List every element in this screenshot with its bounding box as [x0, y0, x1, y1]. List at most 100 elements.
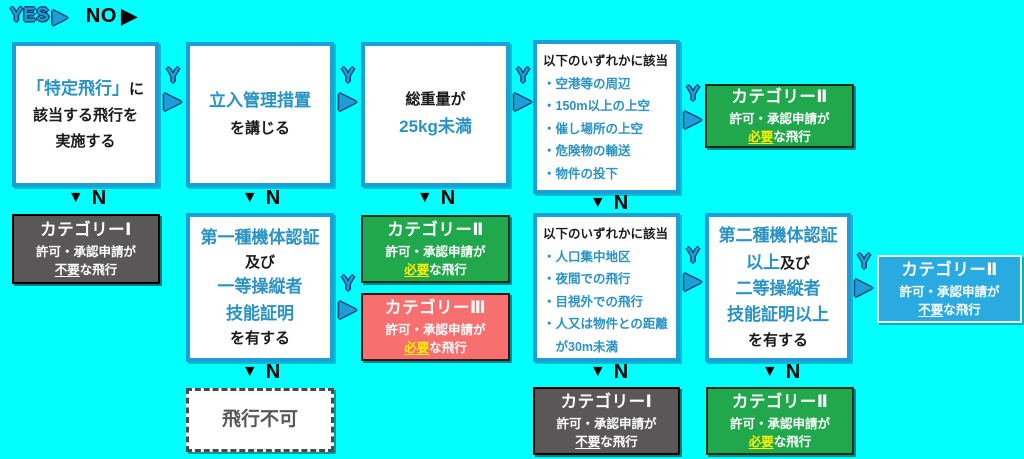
n-label: N: [785, 361, 801, 383]
text-segment: ・目視外での飛行: [543, 294, 644, 309]
n-label: N: [265, 187, 281, 209]
text-line: 許可・承認申請が: [36, 243, 136, 262]
text-segment: な飛行: [943, 303, 981, 318]
legend-yes-arrow-icon: ▶: [52, 5, 68, 28]
n-label: N: [613, 192, 629, 214]
text-line: 飛行不可: [222, 406, 298, 435]
text-line: 以下のいずれかに該当: [543, 223, 668, 246]
text-segment: な飛行: [600, 435, 638, 450]
text-segment: カテゴリーⅡ: [731, 87, 828, 106]
yes-arrow-weight-to-list1: Y ▶: [510, 66, 536, 112]
text-line: 実施する: [55, 129, 115, 155]
down-triangle-icon: ▼: [416, 189, 433, 206]
text-line: ・空港等の周辺: [543, 73, 631, 96]
text-line: 該当する飛行を: [33, 103, 138, 129]
down-triangle-icon: ▼: [241, 363, 258, 380]
n-label: N: [613, 361, 629, 383]
text-line: カテゴリーⅡ: [387, 218, 483, 243]
y-label: Y: [341, 65, 355, 87]
text-segment: を有する: [747, 331, 808, 349]
text-segment: カテゴリーⅠ: [40, 220, 132, 239]
text-line: 必要な飛行: [404, 339, 467, 358]
text-line: 一等操縦者: [218, 274, 303, 300]
decision-box-first-class-certification: 第一種機体認証及び一等操縦者技能証明を有する: [186, 213, 334, 362]
no-arrow-kitai1-down: ▼ N: [224, 362, 298, 382]
text-segment: 許可・承認申請が: [729, 416, 830, 431]
yes-arrow-list1-to-category2: Y ▶: [680, 84, 706, 130]
text-segment: な飛行: [773, 435, 812, 450]
text-segment: カテゴリーⅡ: [731, 392, 829, 411]
text-segment: ・夜間での飛行: [543, 272, 631, 286]
y-label: Y: [686, 245, 700, 267]
text-segment: 許可・承認申請が: [385, 244, 486, 259]
right-triangle-icon: ▶: [514, 87, 532, 113]
text-segment: 一等操縦者: [217, 277, 303, 297]
text-segment: 許可・承認申請が: [385, 322, 486, 337]
legend-yes-label: YES: [10, 5, 50, 26]
text-line: 許可・承認申請が: [556, 415, 656, 434]
yes-arrow-kitai1-to-category3: Y ▶: [335, 274, 361, 320]
text-segment: ・催し場所の上空: [543, 121, 644, 136]
decision-box-tachiiri-kanri: 立入管理措置を講じる: [186, 42, 334, 187]
no-arrow-tachiiri-down: ▼ N: [224, 188, 298, 208]
y-label: Y: [516, 65, 530, 87]
text-segment: ・危険物の輸送: [543, 144, 631, 158]
text-line: ・人口集中地区: [543, 246, 631, 269]
decision-box-risk-flight-list: 以下のいずれかに該当・人口集中地区・夜間での飛行・目視外での飛行・人又は物件との…: [533, 213, 680, 362]
text-line: を有する: [230, 327, 290, 350]
text-segment: 技能証明以上: [727, 305, 829, 325]
text-line: 総重量が: [405, 87, 465, 113]
text-line: を有する: [748, 329, 808, 352]
text-line: 許可・承認申請が: [385, 243, 485, 262]
text-line: 技能証明: [226, 301, 294, 327]
text-segment: 必要: [404, 263, 430, 278]
right-triangle-icon: ▶: [684, 267, 702, 293]
text-segment: な飛行: [429, 263, 467, 278]
text-segment: 必要: [748, 130, 774, 145]
text-segment: 「特定飛行」: [26, 78, 129, 98]
legend: YES ▶ NO ▶: [10, 3, 138, 29]
text-line: を講じる: [230, 116, 290, 142]
text-line: ・危険物の輸送: [543, 140, 631, 163]
text-line: 第二種機体認証: [719, 223, 838, 249]
legend-no-arrow-icon: ▶: [120, 3, 138, 28]
down-triangle-icon: ▼: [589, 194, 606, 211]
text-segment: 立入管理措置: [209, 91, 311, 111]
text-line: 許可・承認申請が: [729, 110, 829, 129]
text-line: 技能証明以上: [727, 302, 829, 328]
decision-box-tokutei-hiko: 「特定飛行」に該当する飛行を実施する: [12, 42, 159, 187]
yes-arrow-list2-to-kitai2: Y ▶: [680, 246, 706, 292]
text-line: 許可・承認申請が: [385, 321, 485, 340]
right-triangle-icon: ▶: [164, 87, 182, 113]
y-label: Y: [341, 273, 355, 295]
n-label: N: [91, 187, 107, 209]
text-segment: 技能証明: [226, 303, 294, 323]
down-triangle-icon: ▼: [241, 189, 258, 206]
y-label: Y: [166, 65, 180, 87]
text-segment: ・物件の投下: [543, 166, 619, 181]
text-line: 許可・承認申請が: [730, 415, 830, 434]
text-line: 以上及び: [746, 250, 810, 276]
down-triangle-icon: ▼: [589, 363, 606, 380]
text-segment: ・150m以上の上空: [543, 99, 650, 113]
text-line: ・催し場所の上空: [543, 118, 643, 141]
text-segment: を講じる: [229, 120, 290, 138]
text-segment: カテゴリーⅠ: [560, 392, 653, 411]
right-triangle-icon: ▶: [684, 105, 702, 131]
down-triangle-icon: ▼: [67, 189, 84, 206]
text-segment: 必要: [404, 341, 430, 356]
text-line: 二等操縦者: [736, 276, 821, 302]
no-arrow-kitai2-down: ▼ N: [744, 362, 818, 382]
text-segment: 及び: [779, 254, 810, 272]
yes-arrow-kitai2-to-category2free: Y ▶: [851, 252, 877, 298]
no-arrow-list2-down: ▼ N: [572, 362, 646, 382]
text-line: ・目視外での飛行: [543, 291, 643, 314]
y-label: Y: [686, 83, 700, 105]
text-segment: ・人又は物件との距離: [543, 317, 668, 331]
text-line: ・夜間での飛行: [543, 268, 631, 291]
